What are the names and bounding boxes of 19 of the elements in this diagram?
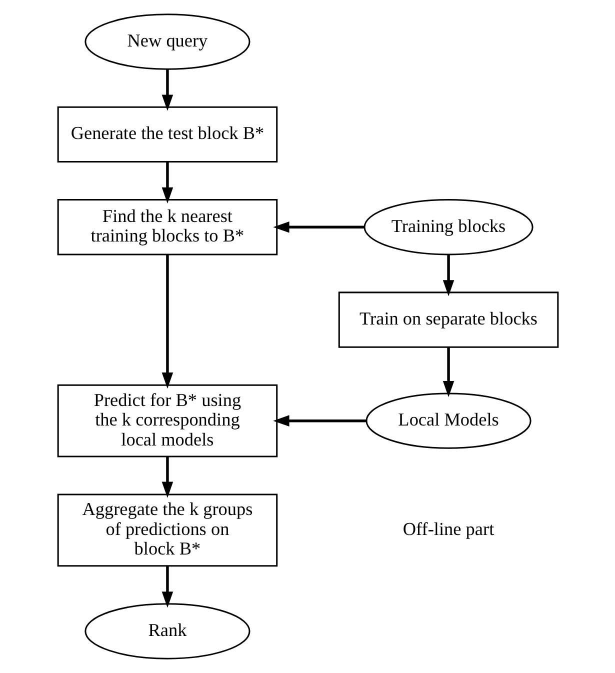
node-ellipse: Local Models (365, 392, 531, 449)
node-ellipse: Training blocks (363, 199, 533, 256)
arrow (442, 348, 454, 398)
arrow (272, 415, 366, 426)
arrow (272, 221, 364, 233)
node-box: Find the k nearest training blocks to B* (56, 199, 278, 256)
arrow (161, 162, 173, 204)
arrow (161, 254, 173, 389)
node-box: Aggregate the k groups of predictions on block B* (56, 494, 278, 567)
node-ellipse: Rank (84, 603, 250, 660)
arrow (442, 254, 454, 296)
arrow (161, 566, 173, 608)
arrow (161, 456, 173, 498)
node-box: Train on separate blocks (338, 292, 558, 348)
node-ellipse: New query (84, 14, 250, 70)
arrow (161, 69, 173, 111)
node-box: Predict for B* using the k corresponding local models (56, 384, 278, 458)
node-box: Generate the test block B* (56, 106, 278, 163)
label: Off-line part (402, 518, 494, 539)
